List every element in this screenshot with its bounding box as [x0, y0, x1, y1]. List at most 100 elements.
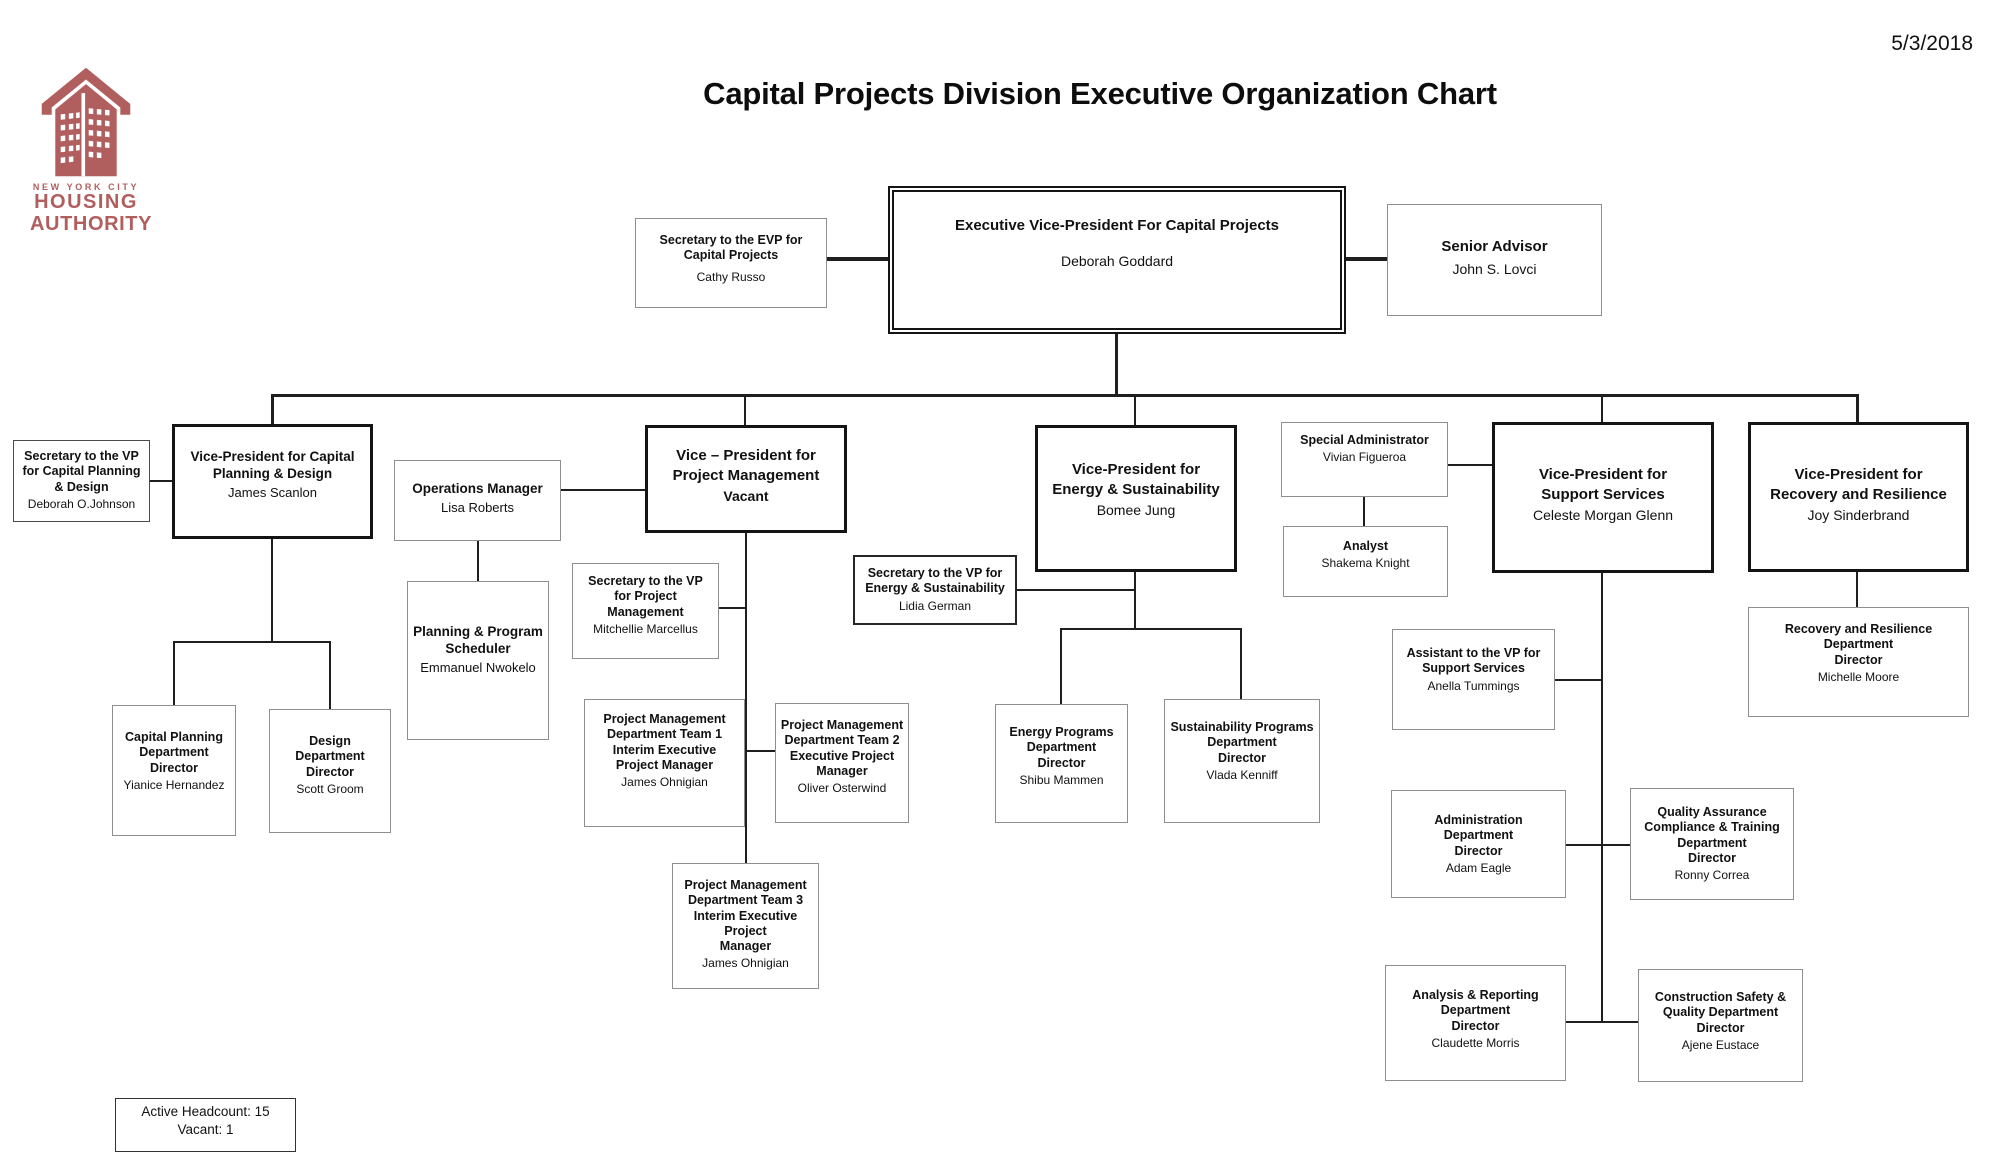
box-person-name: Shakema Knight [1321, 556, 1410, 571]
box-person-name: Vacant [723, 488, 769, 504]
box-person-name: James Ohnigian [702, 956, 789, 971]
connector-line [1060, 628, 1062, 704]
connector-line [1566, 844, 1630, 846]
nycha-logo: NEW YORK CITY HOUSING AUTHORITY [30, 66, 151, 235]
box-title: Administration Department Director [1434, 813, 1523, 858]
connector-line [827, 257, 888, 261]
connector-line [1856, 572, 1858, 607]
connector-line [1240, 628, 1242, 699]
box-person-name: Cathy Russo [696, 269, 766, 284]
box-person-name: Deborah Goddard [1060, 252, 1174, 269]
org-box-analysis-reporting-director: Analysis & Reporting Department Director… [1385, 965, 1566, 1081]
box-title: Analysis & Reporting Department Director [1412, 988, 1539, 1033]
connector-line [745, 750, 775, 752]
box-person-name: Vivian Figueroa [1322, 450, 1407, 465]
connector-line [173, 641, 175, 705]
box-person-name: Michelle Moore [1817, 669, 1900, 684]
org-box-vp-recovery-resilience: Vice-President for Recovery and Resilien… [1748, 422, 1969, 572]
box-title: Vice-President for Recovery and Resilien… [1770, 466, 1947, 503]
box-title: Energy Programs Department Director [1009, 725, 1114, 770]
org-box-sustainability-programs-director: Sustainability Programs Department Direc… [1164, 699, 1320, 823]
logo-text-city: NEW YORK CITY [32, 182, 140, 192]
org-box-qa-compliance-training-director: Quality Assurance Compliance & Training … [1630, 788, 1794, 900]
box-title: Special Administrator [1300, 433, 1429, 447]
box-title: Executive Vice-President For Capital Pro… [954, 217, 1280, 234]
box-person-name: Anella Tummings [1427, 678, 1520, 693]
box-title: Secretary to the EVP for Capital Project… [659, 233, 803, 263]
connector-line [1448, 464, 1492, 466]
org-box-secretary-evp: Secretary to the EVP for Capital Project… [635, 218, 827, 308]
box-title: Project Management Department Team 2 Exe… [780, 718, 904, 778]
page-date: 5/3/2018 [1891, 32, 1973, 55]
connector-line [1115, 334, 1118, 395]
box-person-name: Yianice Hernandez [123, 777, 225, 792]
page-title: Capital Projects Division Executive Orga… [703, 76, 1497, 111]
box-title: Vice – President for Project Management [672, 447, 820, 484]
box-title: Recovery and Resilience Department Direc… [1784, 622, 1933, 667]
box-person-name: Ronny Correa [1674, 868, 1750, 882]
org-box-recovery-resilience-director: Recovery and Resilience Department Direc… [1748, 607, 1969, 717]
org-box-construction-safety-quality-director: Construction Safety & Quality Department… [1638, 969, 1803, 1082]
box-title: Project Management Department Team 1 Int… [603, 712, 726, 772]
org-box-vp-energy-sustainability: Vice-President for Energy & Sustainabili… [1035, 425, 1237, 572]
connector-line [271, 539, 273, 643]
connector-line [1601, 396, 1603, 422]
org-box-pm-team3: Project Management Department Team 3 Int… [672, 863, 819, 989]
org-box-assistant-vp-support-services: Assistant to the VP for Support Services… [1392, 629, 1555, 730]
box-person-name: Lisa Roberts [441, 499, 514, 515]
box-title: Vice-President for Capital Planning & De… [190, 449, 355, 481]
org-box-pm-team2: Project Management Department Team 2 Exe… [775, 703, 909, 823]
org-box-evp-capital-projects: Executive Vice-President For Capital Pro… [888, 186, 1346, 334]
box-person-name: Bomee Jung [1096, 502, 1176, 518]
box-title: Secretary to the VP for Capital Planning… [22, 449, 141, 494]
box-title: Secretary to the VP for Project Manageme… [588, 574, 703, 619]
box-title: Capital Planning Department Director [125, 730, 223, 775]
connector-line [719, 607, 745, 609]
connector-line [271, 396, 274, 424]
connector-line [1856, 396, 1859, 422]
org-box-secretary-vp-project-management: Secretary to the VP for Project Manageme… [572, 563, 719, 659]
box-person-name: Oliver Osterwind [797, 781, 887, 795]
box-person-name: Claudette Morris [1431, 1035, 1520, 1050]
box-title: Analyst [1342, 539, 1389, 553]
connector-line [1363, 497, 1365, 526]
connector-line [1134, 396, 1136, 425]
org-box-pm-team1: Project Management Department Team 1 Int… [584, 699, 745, 827]
box-person-name: Lidia German [898, 598, 972, 613]
box-title: Quality Assurance Compliance & Training … [1644, 805, 1780, 865]
box-person-name: Shibu Mammen [1019, 772, 1104, 787]
box-person-name: Scott Groom [296, 781, 364, 796]
connector-line [745, 533, 747, 863]
org-box-secretary-vp-capital-planning: Secretary to the VP for Capital Planning… [13, 440, 150, 522]
box-title: Vice-President for Energy & Sustainabili… [1052, 461, 1220, 498]
connector-line [329, 641, 331, 709]
box-person-name: Adam Eagle [1445, 860, 1512, 875]
box-title: Operations Manager [412, 481, 543, 496]
logo-text-housing: HOUSING [34, 191, 138, 213]
box-person-name: Vlada Kenniff [1206, 767, 1278, 782]
box-person-name: Emmanuel Nwokelo [420, 659, 536, 675]
connector-line [1134, 572, 1136, 630]
box-person-name: James Ohnigian [621, 775, 708, 789]
connector-line [1346, 257, 1387, 261]
box-title: Construction Safety & Quality Department… [1654, 990, 1787, 1035]
connector-line [1060, 628, 1242, 630]
headcount-vacant: Vacant: 1 [177, 1122, 234, 1138]
box-title: Senior Advisor [1441, 238, 1548, 255]
box-person-name: Celeste Morgan Glenn [1532, 507, 1674, 523]
box-person-name: Joy Sinderbrand [1807, 507, 1910, 523]
box-title: Vice-President for Support Services [1538, 466, 1668, 503]
org-chart-canvas: Secretary to the EVP for Capital Project… [13, 186, 1969, 1082]
box-title: Assistant to the VP for Support Services [1406, 646, 1541, 676]
connector-line [173, 641, 331, 643]
connector-line [561, 489, 645, 491]
